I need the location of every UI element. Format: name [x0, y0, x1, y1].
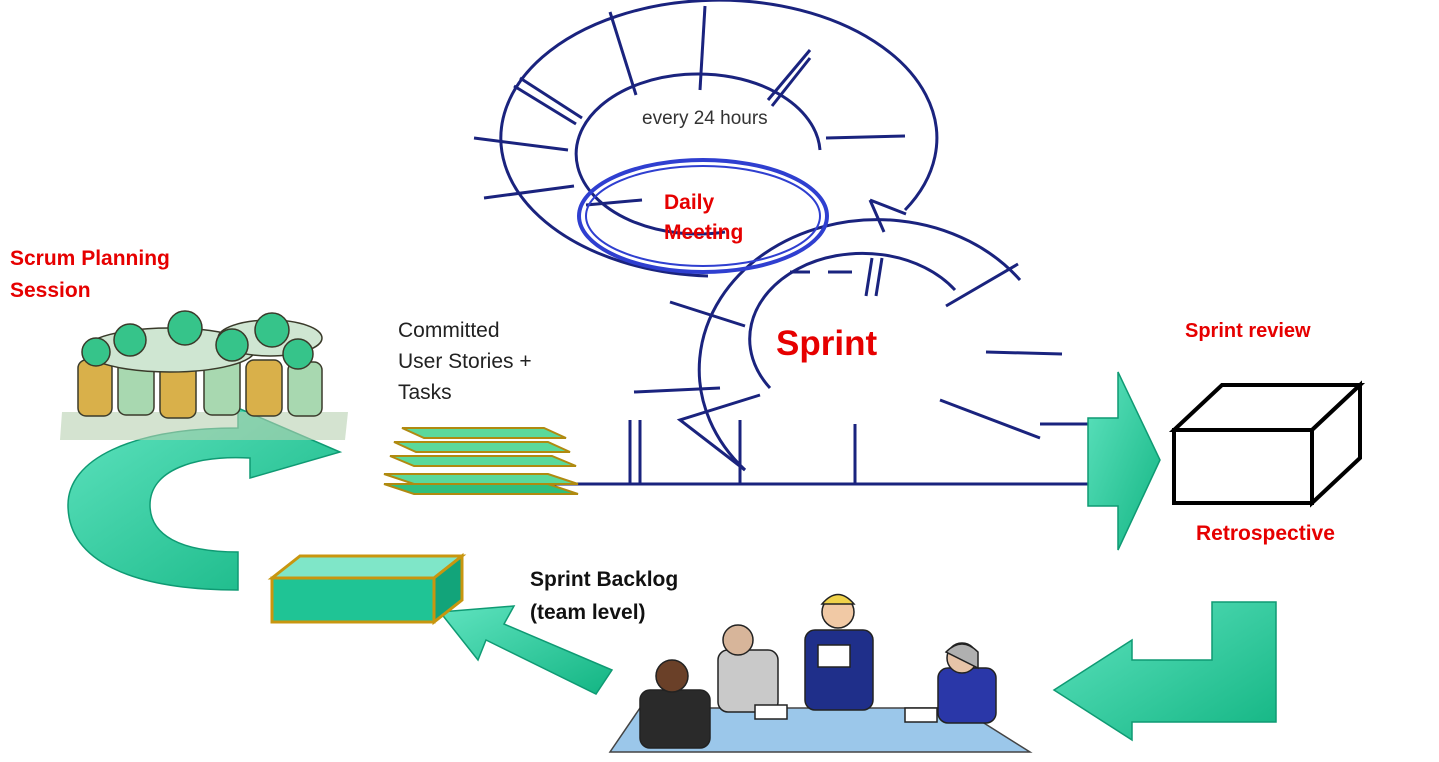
backlog-box-icon	[267, 552, 467, 626]
sprint-backlog-line1: Sprint Backlog	[530, 568, 679, 591]
sprint-cycle-ring	[628, 218, 1063, 484]
daily-meeting-line1: Daily	[664, 191, 715, 214]
daily-meeting-ellipse	[577, 158, 829, 274]
scrum-planning-label: Scrum Planning Session	[10, 243, 170, 307]
football-huddle-clipart	[60, 310, 348, 440]
l-arrow-icon	[1052, 601, 1277, 742]
sprint-backlog-label: Sprint Backlog (team level)	[530, 563, 678, 629]
diagonal-arrow-icon	[438, 605, 614, 695]
committed-line2: User Stories +	[398, 350, 532, 373]
scrum-planning-line2: Session	[10, 279, 91, 302]
sprint-label: Sprint	[776, 324, 878, 363]
sprint-review-label: Sprint review	[1185, 320, 1311, 342]
right-arrow-icon	[1087, 371, 1161, 551]
sprint-backlog-line2: (team level)	[530, 601, 646, 624]
stacked-cards-icon	[383, 427, 579, 495]
daily-meeting-line2: Meeting	[664, 221, 744, 244]
retrospective-label: Retrospective	[1196, 522, 1335, 545]
every-24-hours-label: every 24 hours	[642, 108, 768, 129]
flow-line	[498, 422, 1100, 486]
daily-cycle-ring	[473, 0, 939, 278]
daily-meeting-label: Daily Meeting	[664, 188, 743, 248]
committed-line1: Committed	[398, 319, 500, 342]
scrum-planning-line1: Scrum Planning	[10, 247, 170, 270]
committed-stories-label: Committed User Stories + Tasks	[398, 315, 532, 408]
review-cube-icon	[1168, 380, 1366, 508]
committed-line3: Tasks	[398, 381, 452, 404]
meeting-people-clipart	[608, 593, 1033, 753]
